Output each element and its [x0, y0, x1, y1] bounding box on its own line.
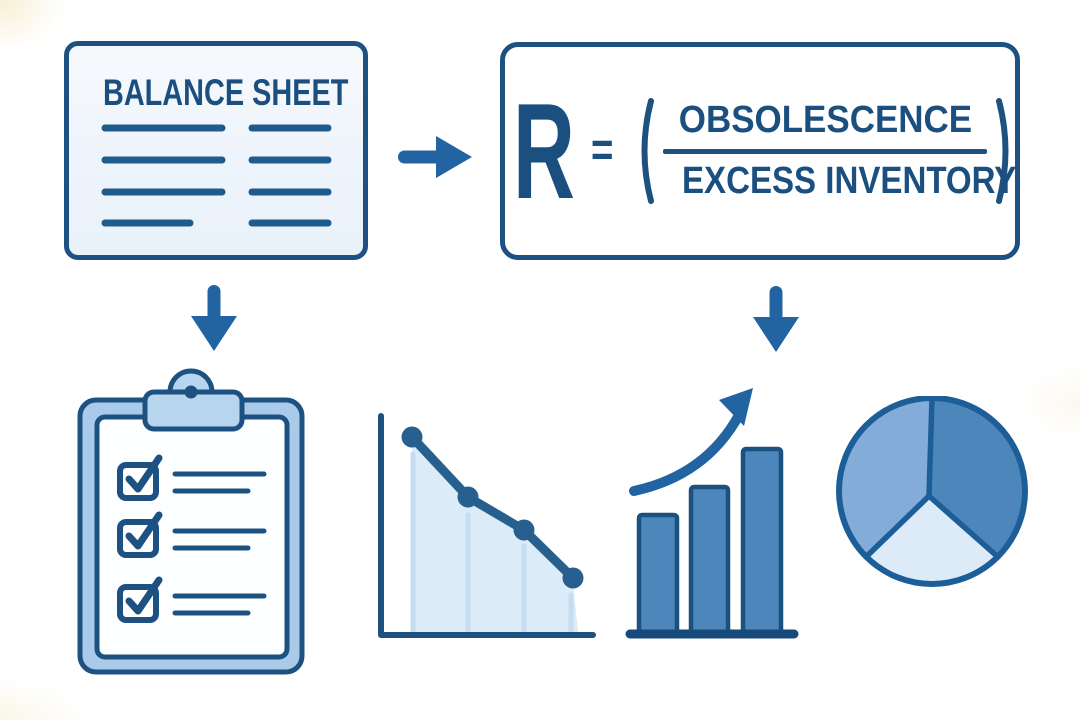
bar [740, 446, 784, 637]
pie-divider [863, 493, 932, 560]
balance-sheet-lines [101, 124, 332, 227]
pie-slice-left [839, 398, 932, 557]
checklist-item [117, 511, 267, 558]
pie-chart-icon [836, 396, 1028, 587]
fraction-rule [663, 148, 987, 154]
open-paren-icon [641, 98, 654, 204]
clipboard-checklist-icon [77, 368, 305, 675]
growth-arrow-curve [629, 410, 744, 496]
arrow-right-icon [398, 136, 472, 178]
pie-divider [926, 493, 1001, 560]
line-chart-point [457, 486, 479, 508]
equals-text: = [591, 124, 614, 177]
pie-slice-bottom [866, 496, 998, 584]
growth-arrow-head [719, 388, 753, 426]
balance-sheet-card: BALANCE SHEET [64, 41, 368, 260]
checkmark-icon [125, 576, 163, 615]
clipboard-knob-dot [184, 385, 198, 399]
line-chart-point [401, 426, 423, 448]
bar-chart-bars [636, 446, 784, 637]
numerator-text: OBSOLESCENCE [678, 98, 972, 141]
checklist-item [117, 454, 267, 501]
equals-sign: = [591, 127, 617, 175]
checklist-rows [117, 454, 267, 623]
formula-lhs: R [513, 83, 577, 219]
ledger-lines [101, 124, 332, 227]
balance-sheet-title-text: BALANCE SHEET [103, 72, 349, 113]
line-chart-area [412, 442, 578, 632]
fraction-numerator: OBSOLESCENCE [657, 98, 993, 141]
formula: R = OBSOLESCENCE EXCESS INVENTORY [505, 47, 1016, 255]
formula-lhs-text: R [513, 75, 575, 227]
line-chart-columns-and-series [401, 426, 584, 634]
bar [688, 484, 731, 637]
arrow-down-left-icon [191, 285, 237, 351]
bar [636, 512, 680, 637]
line-chart-series [407, 432, 578, 583]
line-chart-declining-icon [378, 413, 596, 638]
balance-sheet-title: BALANCE SHEET [103, 72, 418, 114]
denominator-text: EXCESS INVENTORY [681, 159, 1017, 202]
pie-outline [836, 396, 1028, 587]
formula-box: R = OBSOLESCENCE EXCESS INVENTORY [500, 42, 1020, 260]
checkmark-icon [125, 511, 163, 550]
fraction-denominator: EXCESS INVENTORY [657, 161, 1016, 202]
fraction: OBSOLESCENCE EXCESS INVENTORY [657, 98, 1016, 202]
line-chart-point [513, 519, 535, 541]
checkmark-icon [125, 454, 163, 493]
arrow-down-right-icon [753, 286, 799, 352]
pie-slices [836, 396, 1028, 587]
checklist-item [117, 576, 267, 623]
bar-chart-growth-arrow-icon [625, 388, 799, 639]
line-chart-point [562, 567, 584, 589]
close-paren-icon [996, 98, 1009, 204]
pie-divider [926, 396, 935, 499]
chart-axes [378, 413, 596, 638]
